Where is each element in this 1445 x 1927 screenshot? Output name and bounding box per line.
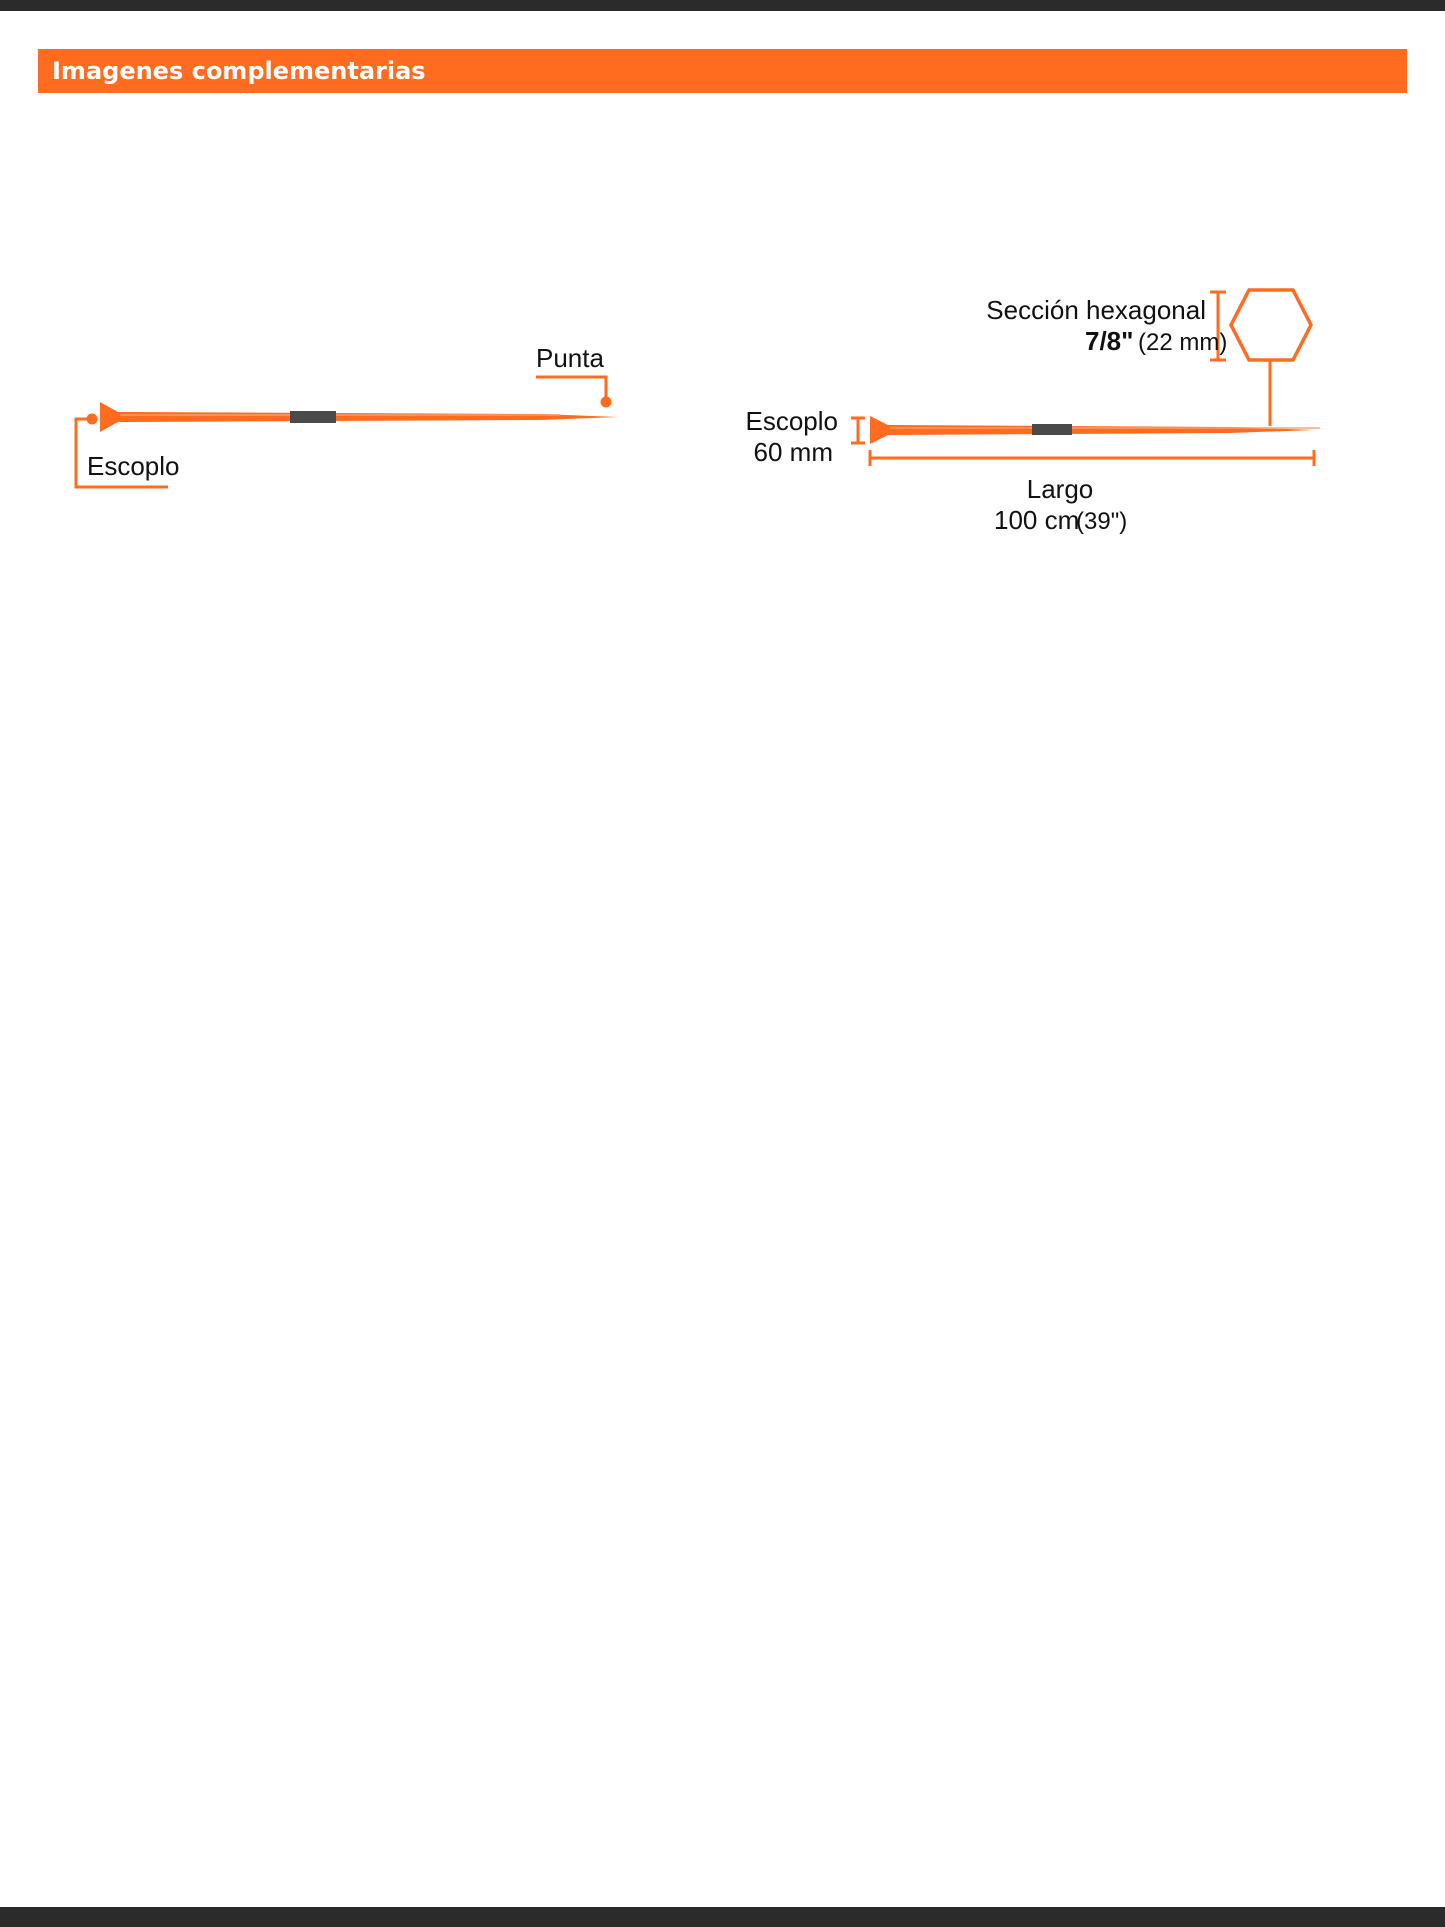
brand-label-band — [1032, 424, 1072, 435]
crowbar-image — [100, 402, 618, 432]
brand-label-band — [290, 411, 336, 423]
crowbar-image — [870, 416, 1320, 444]
crowbar-figure-right: Sección hexagonal 7/8" (22 mm) Escoplo 6… — [746, 288, 1320, 535]
hex-label-metric: (22 mm) — [1138, 329, 1227, 356]
length-dimension-marker — [868, 450, 1316, 466]
length-label-size: 100 cm — [994, 505, 1079, 535]
bottom-bar — [0, 1907, 1445, 1927]
hex-label-size: 7/8" — [1085, 326, 1133, 356]
chisel-callout: Escoplo — [74, 413, 180, 489]
length-label-title: Largo — [1027, 474, 1094, 504]
section-title: Imagenes complementarias — [52, 57, 426, 85]
chisel-label-size: 60 mm — [754, 437, 833, 467]
chisel-dimension-marker — [851, 416, 865, 445]
chisel-label-title: Escoplo — [746, 406, 839, 436]
top-bar — [0, 0, 1445, 11]
tip-callout: Punta — [536, 343, 612, 408]
hex-label-title: Sección hexagonal — [986, 295, 1206, 325]
section-header: Imagenes complementarias — [38, 49, 1407, 93]
tip-label: Punta — [536, 343, 604, 373]
hexagon-section-icon — [1229, 288, 1313, 426]
chisel-label: Escoplo — [87, 451, 180, 481]
hex-dimension-marker — [1210, 290, 1226, 362]
crowbar-figure-left: Punta Escoplo — [74, 343, 618, 489]
length-label-imperial: (39") — [1076, 508, 1127, 535]
